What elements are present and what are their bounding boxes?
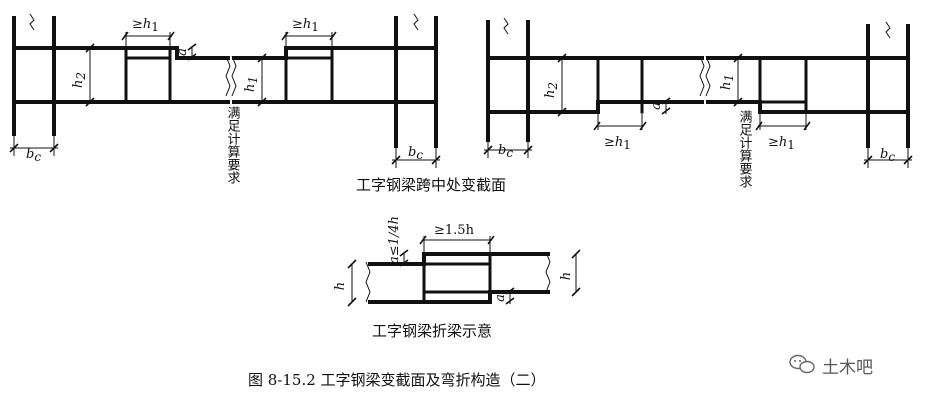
right-figure-left-column bbox=[486, 17, 530, 142]
right-dimension-a: a bbox=[649, 97, 671, 115]
folded-dimension-h-left: h bbox=[333, 259, 357, 307]
dimension-h1: h1 bbox=[243, 53, 267, 107]
svg-text:h1: h1 bbox=[243, 76, 260, 92]
svg-text:≥h1: ≥h1 bbox=[604, 135, 631, 152]
svg-text:bc: bc bbox=[26, 147, 41, 164]
right-dimension-h1: h1 bbox=[719, 53, 743, 107]
svg-text:bc: bc bbox=[880, 147, 895, 164]
dimension-bc-right: bc bbox=[391, 145, 441, 168]
svg-text:a≤1/4h: a≤1/4h bbox=[387, 216, 402, 264]
svg-text:a: a bbox=[175, 48, 190, 56]
folded-dimension-min-1-5h: ≥1.5h bbox=[419, 223, 495, 252]
right-dimension-h2: h2 bbox=[543, 53, 567, 117]
left-beam-diagram: h2 h1 ≥h1 ≥h1 bbox=[9, 13, 441, 184]
svg-text:≥h1: ≥h1 bbox=[292, 17, 319, 34]
left-column bbox=[12, 13, 56, 136]
svg-text:a: a bbox=[649, 102, 664, 110]
svg-text:a: a bbox=[493, 294, 508, 302]
svg-text:h: h bbox=[333, 282, 348, 290]
span-requirement-label-left: 满足计算要求 bbox=[225, 106, 241, 184]
right-figure-right-column bbox=[866, 21, 910, 148]
folded-dimension-h-right: h bbox=[559, 249, 581, 297]
dimension-bc-left: bc bbox=[9, 136, 59, 164]
wechat-icon bbox=[789, 354, 815, 374]
beam-shallow-section bbox=[232, 46, 396, 104]
dimension-a: a bbox=[175, 43, 197, 61]
watermark: 土木吧 bbox=[789, 354, 873, 378]
right-dimension-min-h1-right: ≥h1 bbox=[755, 114, 811, 152]
svg-text:h1: h1 bbox=[719, 74, 736, 90]
svg-text:bc: bc bbox=[498, 143, 513, 160]
folded-dimension-a-max: a≤1/4h bbox=[387, 216, 409, 267]
dimension-min-h1-left: ≥h1 bbox=[121, 17, 175, 46]
svg-text:bc: bc bbox=[408, 145, 423, 162]
svg-text:h2: h2 bbox=[71, 72, 88, 88]
right-figure-deep-section bbox=[526, 56, 704, 114]
right-dimension-min-h1-left: ≥h1 bbox=[593, 114, 647, 152]
span-requirement-label-right: 满足计算要求 bbox=[737, 110, 753, 188]
watermark-text: 土木吧 bbox=[822, 358, 873, 378]
svg-text:h2: h2 bbox=[543, 82, 560, 98]
svg-text:h: h bbox=[559, 272, 574, 280]
folded-dimension-a: a bbox=[493, 287, 515, 305]
span-mid-title: 工字钢梁跨中处变截面 bbox=[356, 176, 506, 194]
figure-title: 图 8-15.2 工字钢梁变截面及弯折构造（二） bbox=[248, 371, 546, 389]
right-figure-break-symbol bbox=[699, 55, 711, 97]
right-column bbox=[394, 13, 438, 148]
folded-beam-diagram: h h ≥1.5h a≤1/4h a bbox=[333, 216, 581, 307]
right-beam-diagram: h2 h1 ≥h1 ≥h1 a bbox=[483, 17, 913, 188]
dimension-h2: h2 bbox=[71, 43, 95, 107]
svg-text:≥1.5h: ≥1.5h bbox=[434, 223, 475, 238]
dimension-min-h1-right: ≥h1 bbox=[281, 17, 337, 46]
break-symbol bbox=[225, 55, 237, 97]
right-dimension-bc-right: bc bbox=[863, 147, 913, 168]
right-figure-shallow-section bbox=[706, 56, 868, 114]
svg-text:≥h1: ≥h1 bbox=[768, 135, 795, 152]
right-dimension-bc-left: bc bbox=[483, 142, 533, 160]
svg-text:≥h1: ≥h1 bbox=[132, 17, 159, 34]
beam-deep-section bbox=[52, 46, 230, 104]
fold-title: 工字钢梁折梁示意 bbox=[372, 322, 492, 340]
